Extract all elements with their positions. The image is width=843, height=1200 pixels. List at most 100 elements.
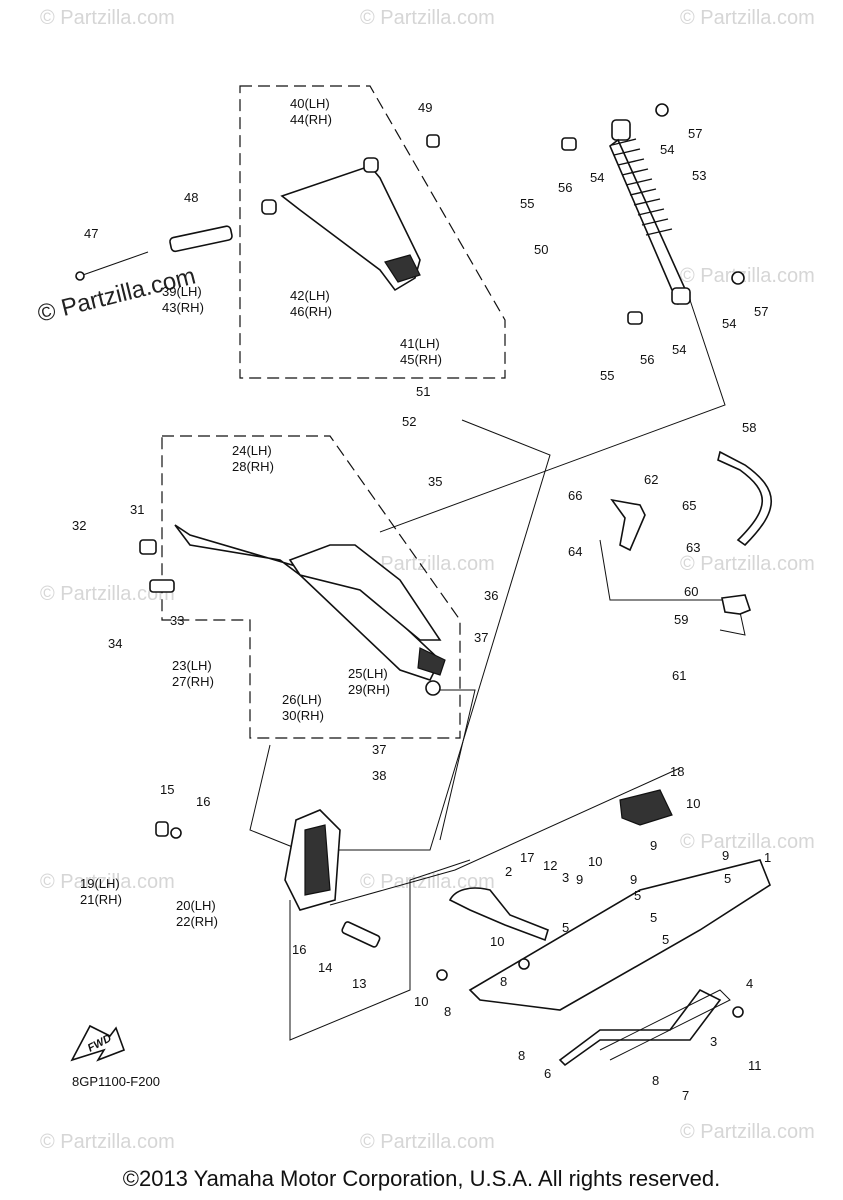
callouts: 1 2 3 3 4 5 5 5 5 5 6 7 8 8 8 8 9 9 9 9 …: [72, 96, 771, 1103]
callout-5: 5: [724, 871, 731, 886]
leader-lines: [249, 299, 746, 1041]
callout-37: 37: [474, 630, 488, 645]
callout-44: 44(RH): [290, 112, 332, 127]
callout-63: 63: [686, 540, 700, 555]
callout-26: 26(LH): [282, 692, 322, 707]
callout-51: 51: [416, 384, 430, 399]
watermark: © Partzilla.com: [680, 7, 815, 29]
ski: [448, 859, 771, 1067]
watermark: © Partzilla.com: [360, 7, 495, 29]
callout-10: 10: [414, 994, 428, 1009]
steering-bracket: [721, 594, 751, 615]
callout-9: 9: [576, 872, 583, 887]
callout-22: 22(RH): [176, 914, 218, 929]
callout-59: 59: [674, 612, 688, 627]
callout-15: 15: [160, 782, 174, 797]
callout-9: 9: [722, 848, 729, 863]
callout-27: 27(RH): [172, 674, 214, 689]
callout-10: 10: [686, 796, 700, 811]
callout-19: 19(LH): [80, 876, 120, 891]
callout-5: 5: [662, 932, 669, 947]
callout-52: 52: [402, 414, 416, 429]
callout-40: 40(LH): [290, 96, 330, 111]
callout-6: 6: [544, 1066, 551, 1081]
callout-41: 41(LH): [400, 336, 440, 351]
callout-17: 17: [520, 850, 534, 865]
spindle: [284, 809, 341, 911]
callout-56: 56: [558, 180, 572, 195]
callout-13: 13: [352, 976, 366, 991]
callout-8: 8: [518, 1048, 525, 1063]
callout-3: 3: [710, 1034, 717, 1049]
callout-20: 20(LH): [176, 898, 216, 913]
wear-bar: [599, 989, 731, 1061]
callout-16: 16: [292, 942, 306, 957]
callout-54: 54: [722, 316, 736, 331]
callout-21: 21(RH): [80, 892, 122, 907]
callout-42: 42(LH): [290, 288, 330, 303]
callout-10: 10: [490, 934, 504, 949]
callout-46: 46(RH): [290, 304, 332, 319]
callout-2: 2: [505, 864, 512, 879]
watermark: © Partzilla.com: [40, 1131, 175, 1153]
callout-8: 8: [444, 1004, 451, 1019]
callout-56: 56: [640, 352, 654, 367]
callout-35: 35: [428, 474, 442, 489]
callout-29: 29(RH): [348, 682, 390, 697]
callout-66: 66: [568, 488, 582, 503]
lower-arm-group-box: [161, 435, 461, 739]
callout-60: 60: [684, 584, 698, 599]
watermark: © Partzilla.com: [40, 7, 175, 29]
callout-55: 55: [520, 196, 534, 211]
callout-16: 16: [196, 794, 210, 809]
callout-39: 39(LH): [162, 284, 202, 299]
callout-54: 54: [590, 170, 604, 185]
watermark: © Partzilla.com: [360, 1131, 495, 1153]
callout-1: 1: [764, 850, 771, 865]
callout-54: 54: [660, 142, 674, 157]
lower-a-arm: [174, 524, 446, 681]
callout-25: 25(LH): [348, 666, 388, 681]
callout-62: 62: [644, 472, 658, 487]
callout-33: 33: [170, 613, 184, 628]
callout-57: 57: [688, 126, 702, 141]
hardware: [75, 103, 745, 1018]
shock-absorber: [609, 119, 692, 305]
callout-43: 43(RH): [162, 300, 204, 315]
callout-45: 45(RH): [400, 352, 442, 367]
callout-8: 8: [652, 1073, 659, 1088]
watermark: © Partzilla.com: [680, 1121, 815, 1143]
callout-23: 23(LH): [172, 658, 212, 673]
callout-28: 28(RH): [232, 459, 274, 474]
callout-14: 14: [318, 960, 332, 975]
callout-5: 5: [562, 920, 569, 935]
callout-5: 5: [650, 910, 657, 925]
callout-31: 31: [130, 502, 144, 517]
callout-30: 30(RH): [282, 708, 324, 723]
callout-58: 58: [742, 420, 756, 435]
callout-64: 64: [568, 544, 582, 559]
callout-37: 37: [372, 742, 386, 757]
callout-38: 38: [372, 768, 386, 783]
callout-12: 12: [543, 858, 557, 873]
callout-50: 50: [534, 242, 548, 257]
callout-11: 11: [748, 1058, 762, 1073]
callout-65: 65: [682, 498, 696, 513]
callout-3: 3: [562, 870, 569, 885]
watermark: © Partzilla.com: [680, 553, 815, 575]
callout-18: 18: [670, 764, 684, 779]
callout-61: 61: [672, 668, 686, 683]
ski-skag: [619, 789, 673, 826]
callout-48: 48: [184, 190, 198, 205]
steering-arm: [610, 498, 646, 552]
callout-57: 57: [754, 304, 768, 319]
callout-7: 7: [682, 1088, 689, 1103]
callout-9: 9: [650, 838, 657, 853]
callout-32: 32: [72, 518, 86, 533]
watermark: © Partzilla.com: [680, 831, 815, 853]
callout-4: 4: [746, 976, 753, 991]
tie-rod: [717, 450, 772, 547]
callout-36: 36: [484, 588, 498, 603]
watermark: © Partzilla.com: [40, 583, 175, 605]
